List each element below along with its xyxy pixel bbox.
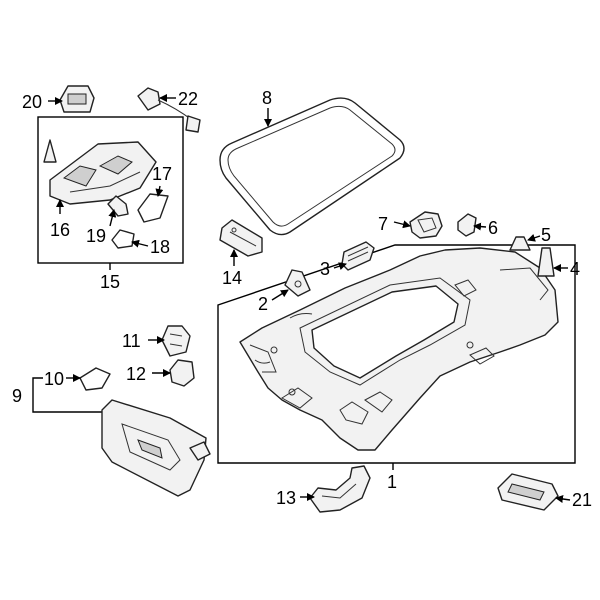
clip-part-4	[537, 247, 555, 277]
callout-1: 1	[387, 472, 397, 492]
callout-22: 22	[178, 89, 198, 109]
leader-6	[473, 222, 487, 231]
clip-part-6	[457, 213, 477, 237]
leader-17	[155, 185, 164, 197]
callout-14: 14	[222, 268, 242, 288]
grab-handle	[309, 465, 371, 513]
lamp-part-21	[497, 473, 559, 511]
callout-7: 7	[378, 214, 388, 234]
callout-21: 21	[572, 490, 592, 510]
headliner-panel	[239, 247, 559, 451]
sun-visor	[101, 399, 211, 497]
lens-part-17	[137, 193, 169, 223]
switch-part-20	[59, 85, 95, 113]
clip-part-triangle	[43, 139, 57, 163]
visor-hinge-part-11	[161, 325, 191, 357]
callout-9: 9	[12, 386, 22, 406]
lamp-part-14	[219, 219, 263, 257]
callout-17: 17	[152, 164, 172, 184]
callout-15: 15	[100, 272, 120, 292]
callout-16: 16	[50, 220, 70, 240]
leader-5	[527, 233, 541, 242]
callout-11: 11	[122, 331, 141, 351]
callout-2: 2	[258, 294, 268, 314]
leader-18	[131, 239, 149, 248]
clip-part-3	[341, 241, 375, 271]
callout-13: 13	[276, 488, 296, 508]
leader-7	[393, 220, 411, 229]
bracket-part-2	[284, 269, 311, 297]
callout-12: 12	[126, 364, 146, 384]
leader-21	[555, 495, 571, 503]
callout-6: 6	[488, 218, 498, 238]
lens-part-18	[111, 229, 135, 249]
callout-10: 10	[44, 369, 64, 389]
leader-19	[108, 209, 117, 227]
callout-8: 8	[262, 88, 272, 108]
clip-part-7	[409, 211, 443, 239]
overhead-console	[49, 141, 157, 205]
mirror-lens-part-10	[79, 367, 111, 391]
bulb-part-19	[107, 195, 129, 217]
callout-5: 5	[541, 225, 551, 245]
callout-3: 3	[320, 259, 330, 279]
visor-clip-part-12	[169, 359, 195, 387]
callout-4: 4	[570, 259, 580, 279]
callout-20: 20	[22, 92, 42, 112]
callout-18: 18	[150, 237, 170, 257]
sunvisor-bracket	[32, 377, 103, 413]
clip-part-5	[509, 236, 531, 251]
sunroof-seal	[219, 97, 405, 236]
leader-3	[333, 262, 347, 271]
callout-19: 19	[86, 226, 106, 246]
leader-2	[271, 289, 289, 301]
